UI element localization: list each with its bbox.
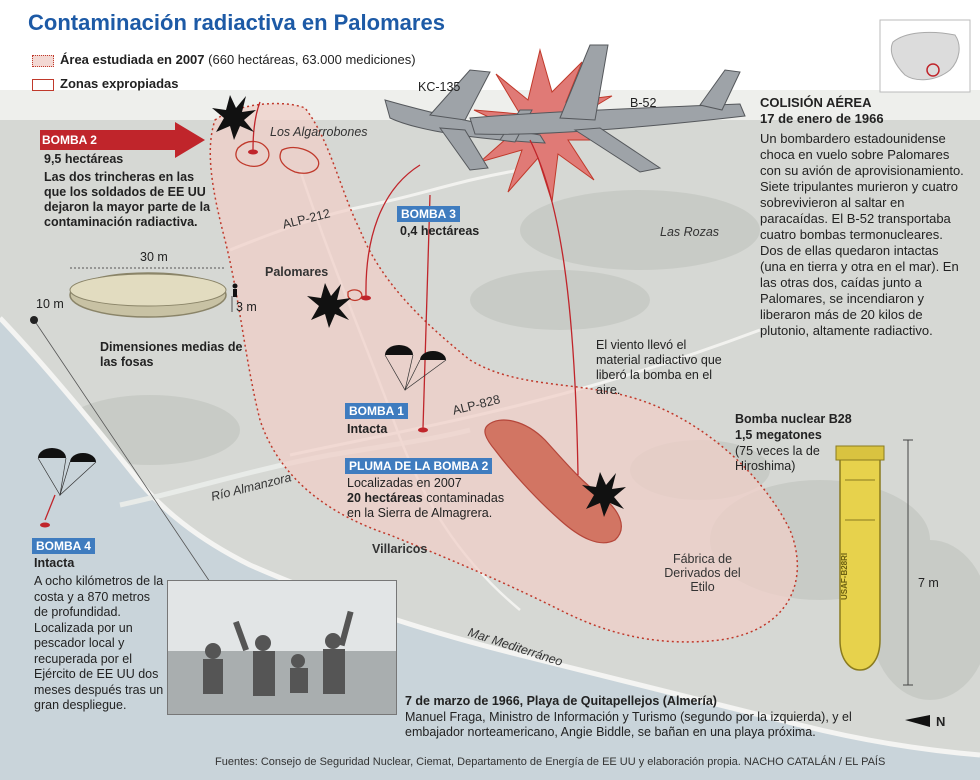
pit-rim [69, 273, 227, 307]
place-fabrica: Fábrica de Derivados del Etilo [664, 552, 741, 594]
b28-yield: 1,5 megatones [735, 428, 822, 442]
north-arrow-icon [905, 715, 930, 727]
expropriated-zone-2 [279, 146, 320, 174]
plume-tag: PLUMA DE LA BOMBA 2 [345, 457, 493, 475]
place-algarrobones: Los Algarrobones [270, 125, 368, 139]
legend-expropriated-label: Zonas expropiadas [60, 76, 179, 91]
header-band [0, 0, 980, 90]
place-villaricos: Villaricos [372, 542, 428, 556]
study-area [209, 102, 798, 643]
place-palomares: Palomares [265, 265, 329, 279]
photo-caption-title: 7 de marzo de 1966, Playa de Quitapellej… [405, 694, 717, 708]
b28-compare: (75 veces la de Hiroshima) [735, 444, 820, 473]
pit-depth-label: 3 m [236, 300, 257, 314]
pit-caption: Dimensiones medias de las fosas [100, 340, 243, 369]
collision-heading: COLISIÓN AÉREA [760, 95, 872, 110]
b28-bomb-illustration [835, 439, 913, 686]
plume-line3: en la Sierra de Almagrera. [347, 506, 493, 520]
bomb2-arrow [40, 122, 205, 158]
legend-study-detail: (660 hectáreas, 63.000 mediciones) [208, 52, 416, 67]
north-label: N [936, 714, 946, 729]
plume-desc: Localizadas en 2007 20 hectáreas contami… [347, 476, 537, 521]
bomb3-area: 0,4 hectáreas [400, 224, 480, 238]
impact-markers [40, 149, 428, 528]
bomb4-pointer [33, 319, 211, 583]
b28-height: 7 m [918, 576, 939, 590]
legend-expropriated-swatch [32, 78, 54, 91]
place-rozas: Las Rozas [660, 225, 720, 239]
photo-figures [168, 581, 396, 714]
bomb2-tag: BOMBA 2 [42, 133, 97, 147]
plume-line2-bold: 20 hectáreas [347, 491, 423, 505]
wind-note: El viento llevó el material radiactivo q… [596, 338, 722, 397]
b52-plane [469, 44, 746, 173]
bomb4-tag: BOMBA 4 [32, 537, 95, 555]
parachutes-bomb1 [384, 345, 447, 391]
legend-study-label: Área estudiada en 2007 [60, 52, 205, 67]
bomb2-desc: Las dos trincheras en las que los soldad… [44, 170, 211, 229]
bomb1-tag: BOMBA 1 [345, 402, 408, 420]
legend-study: Área estudiada en 2007 (660 hectáreas, 6… [32, 52, 416, 67]
plume-contaminated-zone [484, 419, 622, 544]
kc135-label: KC-135 [418, 80, 461, 94]
b28-title: Bomba nuclear B28 [735, 412, 852, 426]
plume-line1: Localizadas en 2007 [347, 476, 462, 490]
bomb4-location-dot [30, 316, 38, 324]
legend-study-swatch [32, 54, 54, 67]
collision-date: 17 de enero de 1966 [760, 111, 884, 126]
expropriated-zone-1 [235, 140, 270, 167]
b52-label: B-52 [630, 96, 657, 110]
collision-panel: COLISIÓN AÉREA 17 de enero de 1966 Un bo… [760, 95, 965, 339]
bomb4-status: Intacta [34, 556, 75, 570]
plume-line2-rest: contaminadas [422, 491, 505, 505]
person-scale-icon [232, 283, 238, 297]
iberia-inset-map [879, 19, 971, 93]
parachutes-bomb4 [37, 448, 97, 521]
legend-expropriated: Zonas expropiadas [32, 76, 178, 91]
pit-left-label: 10 m [36, 297, 64, 311]
pit-width-label: 30 m [140, 250, 168, 264]
collision-body: Un bombardero estadounidense choca en vu… [760, 131, 964, 338]
photo-caption-body: Manuel Fraga, Ministro de Información y … [405, 710, 852, 739]
bomb1-status: Intacta [347, 422, 388, 436]
b28-stencil: USAF-B28RI [840, 552, 849, 600]
page-title: Contaminación radiactiva en Palomares [28, 10, 445, 35]
bomb-burst-icons [212, 95, 626, 517]
historic-photo [167, 580, 397, 715]
bomb2-area: 9,5 hectáreas [44, 152, 124, 166]
coastline [0, 316, 980, 758]
bomb3-tag: BOMBA 3 [397, 205, 460, 223]
source-credit: Fuentes: Consejo de Seguridad Nuclear, C… [215, 756, 886, 768]
bomb4-desc: A ocho kilómetros de la costa y a 870 me… [34, 574, 164, 712]
